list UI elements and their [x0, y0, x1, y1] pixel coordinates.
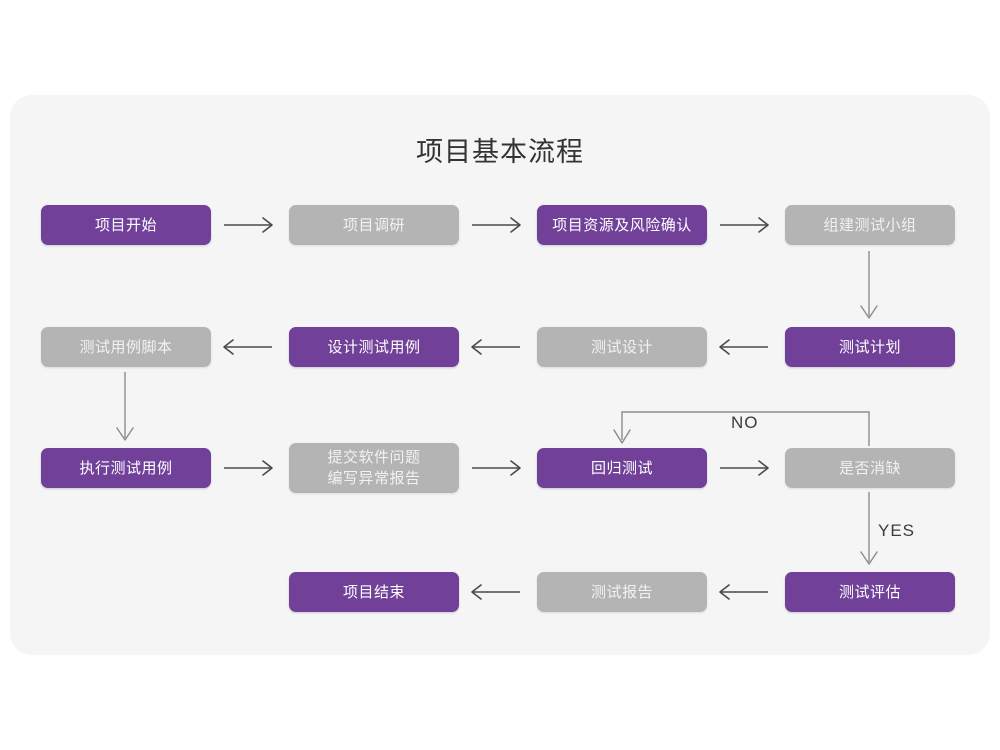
node-test-case-script[interactable]: 测试用例脚本	[41, 327, 211, 367]
node-project-start[interactable]: 项目开始	[41, 205, 211, 245]
node-test-report[interactable]: 测试报告	[537, 572, 707, 612]
node-project-end[interactable]: 项目结束	[289, 572, 459, 612]
node-resource-risk-confirm[interactable]: 项目资源及风险确认	[537, 205, 707, 245]
edge-label-yes: YES	[878, 521, 916, 540]
node-test-plan[interactable]: 测试计划	[785, 327, 955, 367]
node-form-test-team[interactable]: 组建测试小组	[785, 205, 955, 245]
node-test-design[interactable]: 测试设计	[537, 327, 707, 367]
node-design-test-cases[interactable]: 设计测试用例	[289, 327, 459, 367]
edge-label-no: NO	[731, 413, 759, 432]
diagram-card	[10, 95, 990, 655]
node-execute-test-cases[interactable]: 执行测试用例	[41, 448, 211, 488]
node-project-research[interactable]: 项目调研	[289, 205, 459, 245]
node-submit-defect-report[interactable]: 提交软件问题 编写异常报告	[289, 443, 459, 493]
page-title: 项目基本流程	[416, 137, 584, 167]
node-regression-test[interactable]: 回归测试	[537, 448, 707, 488]
node-test-evaluation[interactable]: 测试评估	[785, 572, 955, 612]
node-defect-resolved-decision[interactable]: 是否消缺	[785, 448, 955, 488]
